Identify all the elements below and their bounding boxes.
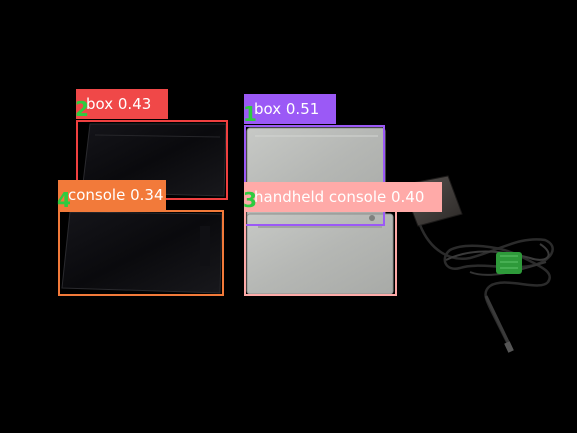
detection-label-handheld-console-040: handheld console 0.40 — [244, 182, 442, 212]
silver-console-object — [246, 213, 394, 295]
detection-label-box-051: box 0.51 — [244, 94, 336, 124]
dark-box-object — [81, 123, 227, 197]
detection-label-console-034: console 0.34 — [58, 180, 166, 210]
cable-tie — [496, 252, 522, 274]
dark-console-object — [61, 211, 223, 294]
detection-label-box-043: box 0.43 — [76, 89, 168, 119]
detection-index-3: 3 — [243, 188, 257, 212]
detection-index-2: 2 — [75, 97, 89, 121]
detection-index-4: 4 — [57, 188, 71, 212]
detection-index-1: 1 — [243, 102, 257, 126]
